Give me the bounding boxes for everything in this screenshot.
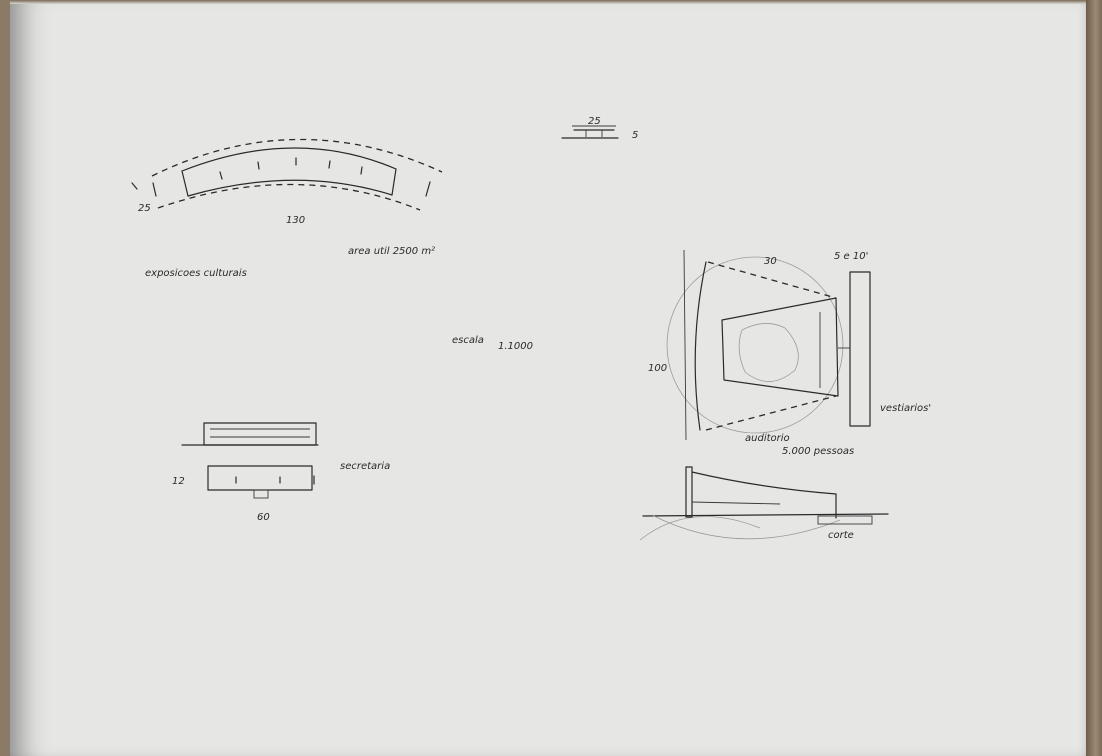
dim-60: 60 (257, 512, 270, 523)
auditorium-plan: 30 5 e 10' 100 vestiarios' auditorio 5.0… (648, 249, 931, 457)
corte-label: corte (828, 530, 854, 541)
dim-130: 130 (286, 215, 305, 226)
dim-25-left: 25 (138, 203, 151, 214)
auditorio-label: auditorio (745, 433, 790, 444)
pessoas-label: 5.000 pessoas (782, 446, 854, 457)
area-label: area util 2500 m² (348, 246, 435, 257)
vestiarios-label: vestiarios' (880, 403, 931, 414)
dim-100: 100 (648, 363, 667, 374)
secretaria-sketch: secretaria 12 60 (172, 422, 390, 523)
dim-12: 12 (172, 476, 185, 487)
exposicoes-label: exposicoes culturais (145, 268, 247, 279)
secretaria-label: secretaria (340, 461, 390, 472)
escala-value: 1.1000 (498, 341, 533, 352)
escala-word: escala (452, 335, 484, 346)
scale-note: escala 1.1000 (452, 335, 533, 352)
curved-exhibition-plan: 25 130 area util 2500 m² exposicoes cult… (131, 138, 443, 279)
page-top-edge (10, 0, 1090, 4)
auditorium-section: corte (639, 466, 889, 541)
sketchbook-page (10, 0, 1090, 756)
dim-30: 30 (764, 256, 777, 267)
dim-25-top: 25 (588, 116, 601, 127)
book-edge (1086, 0, 1102, 756)
dim-5-10: 5 e 10' (834, 251, 868, 262)
dim-5: 5 (632, 130, 638, 141)
small-section-sketch: 25 5 (561, 116, 638, 141)
